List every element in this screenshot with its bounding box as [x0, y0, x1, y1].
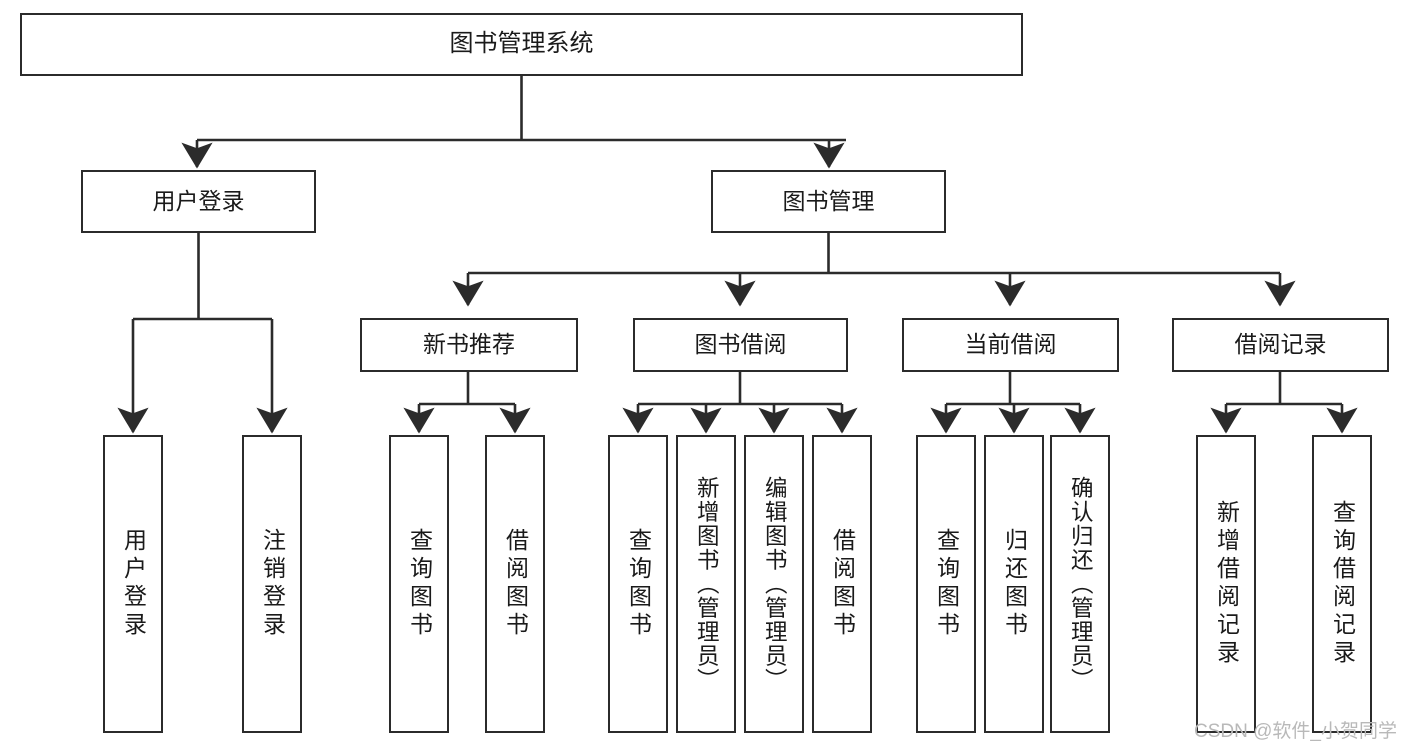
node-leaf-query-book-2-label: 查询图书	[625, 528, 652, 640]
csdn-watermark: CSDN @软件_小贺同学	[1194, 721, 1397, 742]
node-root[interactable]: 图书管理系统	[20, 13, 1023, 76]
node-book-manage[interactable]: 图书管理	[711, 170, 946, 233]
node-user-login[interactable]: 用户登录	[81, 170, 316, 233]
node-leaf-query-book-1[interactable]: 查询图书	[389, 435, 449, 733]
node-current-borrow[interactable]: 当前借阅	[902, 318, 1119, 372]
node-leaf-borrow-book-2[interactable]: 借阅图书	[812, 435, 872, 733]
node-leaf-add-record-label: 新增借阅记录	[1213, 500, 1240, 668]
node-leaf-query-record[interactable]: 查询借阅记录	[1312, 435, 1372, 733]
node-book-borrow[interactable]: 图书借阅	[633, 318, 848, 372]
node-leaf-borrow-book-1[interactable]: 借阅图书	[485, 435, 545, 733]
node-root-label: 图书管理系统	[449, 30, 594, 58]
node-leaf-logout-login-label: 注销登录	[259, 528, 286, 640]
node-leaf-query-book-3[interactable]: 查询图书	[916, 435, 976, 733]
node-book-borrow-label: 图书借阅	[694, 331, 787, 358]
node-leaf-query-record-label: 查询借阅记录	[1329, 500, 1356, 668]
node-current-borrow-label: 当前借阅	[964, 331, 1057, 358]
node-leaf-edit-book-label: 编辑图书（管理员）	[762, 476, 788, 692]
node-borrow-record-label: 借阅记录	[1234, 331, 1327, 358]
node-leaf-query-book-1-label: 查询图书	[406, 528, 433, 640]
node-leaf-confirm-return[interactable]: 确认归还（管理员）	[1050, 435, 1110, 733]
node-leaf-query-book-2[interactable]: 查询图书	[608, 435, 668, 733]
node-new-book-recommend[interactable]: 新书推荐	[360, 318, 578, 372]
node-leaf-logout-login[interactable]: 注销登录	[242, 435, 302, 733]
node-leaf-return-book-label: 归还图书	[1001, 528, 1028, 640]
node-user-login-label: 用户登录	[152, 187, 245, 214]
node-leaf-confirm-return-label: 确认归还（管理员）	[1068, 476, 1094, 692]
node-book-manage-label: 图书管理	[782, 187, 875, 214]
node-leaf-add-record[interactable]: 新增借阅记录	[1196, 435, 1256, 733]
node-leaf-add-book-label: 新增图书（管理员）	[694, 476, 720, 692]
node-new-book-recommend-label: 新书推荐	[423, 331, 515, 358]
node-leaf-borrow-book-1-label: 借阅图书	[502, 528, 529, 640]
node-leaf-user-login[interactable]: 用户登录	[103, 435, 163, 733]
node-leaf-user-login-label: 用户登录	[120, 528, 147, 640]
node-borrow-record[interactable]: 借阅记录	[1172, 318, 1389, 372]
node-leaf-add-book[interactable]: 新增图书（管理员）	[676, 435, 736, 733]
node-leaf-borrow-book-2-label: 借阅图书	[829, 528, 856, 640]
node-leaf-edit-book[interactable]: 编辑图书（管理员）	[744, 435, 804, 733]
node-leaf-query-book-3-label: 查询图书	[933, 528, 960, 640]
node-leaf-return-book[interactable]: 归还图书	[984, 435, 1044, 733]
